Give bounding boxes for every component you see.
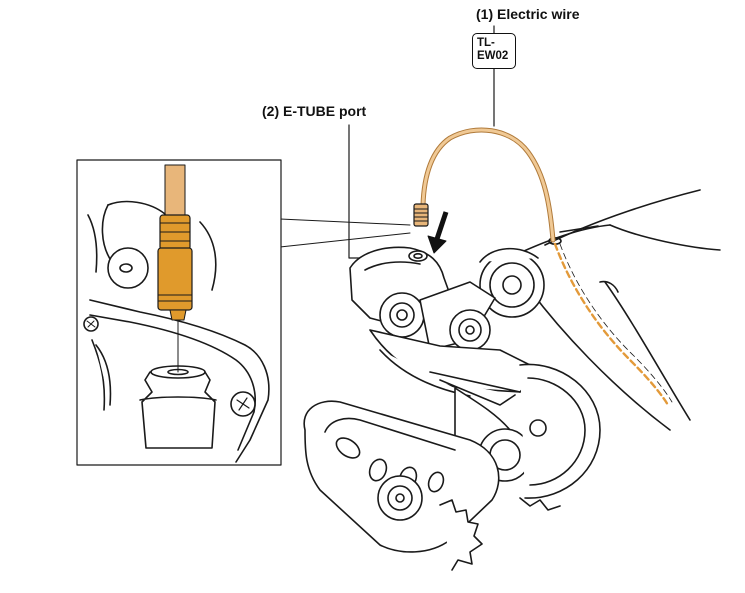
rear-derailleur xyxy=(303,246,601,571)
wire-plug xyxy=(413,203,429,227)
electric-wire-label: (1) Electric wire xyxy=(476,6,580,22)
inset-detail xyxy=(83,164,270,463)
internal-wire-route xyxy=(553,242,670,407)
tool-code-line2: EW02 xyxy=(477,50,509,62)
etube-port-label: (2) E-TUBE port xyxy=(262,103,367,119)
internal-wire-route-shadow xyxy=(559,243,673,403)
inset-connector xyxy=(157,214,193,321)
insert-arrow-icon xyxy=(427,211,449,254)
electric-wire-core xyxy=(421,128,555,242)
tool-badge: TL- EW02 xyxy=(472,33,516,69)
tool-code-line1: TL- xyxy=(477,37,495,49)
inset-zoom-line-bottom xyxy=(279,232,411,248)
inset-zoom-line-top xyxy=(279,218,411,226)
